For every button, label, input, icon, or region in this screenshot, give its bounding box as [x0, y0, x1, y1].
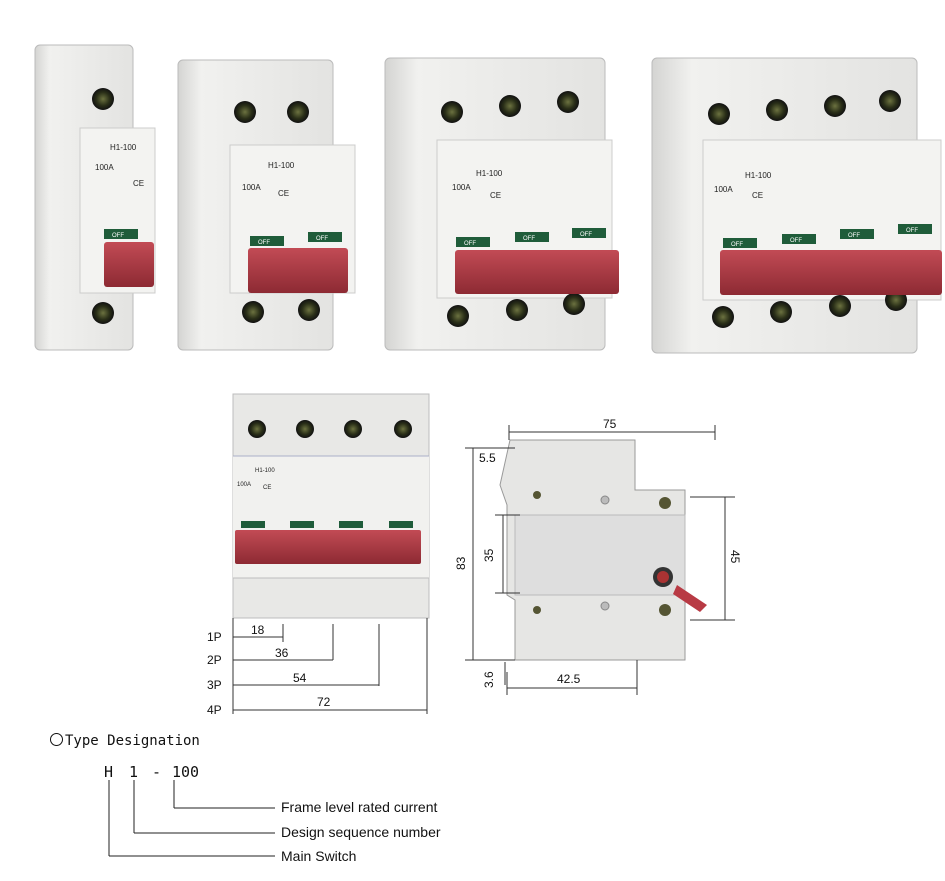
side-width: 75 [603, 417, 617, 431]
width-1p: 18 [251, 623, 265, 637]
svg-text:OFF: OFF [258, 240, 270, 246]
side-mid: 35 [482, 548, 496, 562]
side-top-offset: 5.5 [479, 451, 496, 465]
svg-text:CE: CE [752, 191, 763, 200]
code-dash: - [152, 763, 162, 781]
svg-text:OFF: OFF [790, 238, 802, 244]
front-rating: 100A [237, 482, 251, 488]
switch-3p: H1-100 100A CE OFF OFF OFF [384, 57, 619, 351]
side-base: 42.5 [557, 672, 581, 686]
handle [104, 242, 154, 287]
svg-text:OFF: OFF [112, 233, 124, 239]
handle [235, 530, 421, 564]
switch-2p-rating: 100A [242, 183, 261, 192]
side-view-drawing: 75 5.5 83 35 45 3.6 42.5 [454, 417, 742, 695]
label-design-sequence: Design sequence number [281, 824, 441, 840]
side-bottom-offset: 3.6 [482, 671, 496, 688]
handle [248, 248, 348, 293]
designation-connectors [108, 780, 275, 857]
pole-label-1p: 1P [207, 630, 222, 644]
terminal-icon [92, 88, 114, 110]
width-4p: 72 [317, 695, 331, 709]
switch-3p-rating: 100A [452, 183, 471, 192]
switch-1p-model: H1-100 [110, 143, 137, 152]
pole-label-4p: 4P [207, 703, 222, 717]
switch-4p: H1-100 100A CE OFF OFF OFF OFF [651, 57, 942, 354]
switch-1p-rating: 100A [95, 163, 114, 172]
type-designation-title: Type Designation [50, 733, 200, 749]
front-model: H1-100 [255, 468, 275, 474]
label-frame-current: Frame level rated current [281, 799, 438, 815]
off-label [104, 229, 138, 239]
width-2p: 36 [275, 646, 289, 660]
product-photos: H1-100 100A CE OFF H1-100 100A CE OFF OF… [34, 44, 942, 354]
pole-label-3p: 3P [207, 678, 222, 692]
svg-text:CE: CE [263, 485, 271, 491]
terminal-icon [242, 301, 264, 323]
code-1: 1 [129, 763, 139, 781]
code-100: 100 [172, 763, 200, 781]
terminal-icon [234, 101, 256, 123]
terminal-icon [92, 302, 114, 324]
handle [720, 250, 942, 295]
svg-text:CE: CE [278, 189, 289, 198]
side-right: 45 [728, 550, 742, 564]
switch-4p-model: H1-100 [745, 171, 772, 180]
circle-bullet-icon [50, 733, 63, 746]
code-h: H [104, 763, 114, 781]
svg-text:OFF: OFF [906, 228, 918, 234]
svg-text:OFF: OFF [523, 236, 535, 242]
terminal-icon [298, 299, 320, 321]
front-view-drawing: H1-100 100A CE 1P 2P 3P 4P 18 36 54 72 [207, 393, 430, 717]
side-height: 83 [454, 556, 468, 570]
svg-text:OFF: OFF [848, 233, 860, 239]
switch-2p: H1-100 100A CE OFF OFF [177, 59, 356, 351]
width-3p: 54 [293, 671, 307, 685]
switch-1p: H1-100 100A CE OFF [34, 44, 156, 351]
svg-text:OFF: OFF [580, 232, 592, 238]
svg-text:OFF: OFF [731, 242, 743, 248]
svg-text:OFF: OFF [464, 241, 476, 247]
svg-text:CE: CE [490, 191, 501, 200]
pole-label-2p: 2P [207, 653, 222, 667]
switch-3p-model: H1-100 [476, 169, 503, 178]
label-main-switch: Main Switch [281, 848, 357, 864]
switch-4p-rating: 100A [714, 185, 733, 194]
svg-text:OFF: OFF [316, 236, 328, 242]
handle [455, 250, 619, 294]
switch-2p-model: H1-100 [268, 161, 295, 170]
ce-mark: CE [133, 179, 144, 188]
terminal-icon [287, 101, 309, 123]
